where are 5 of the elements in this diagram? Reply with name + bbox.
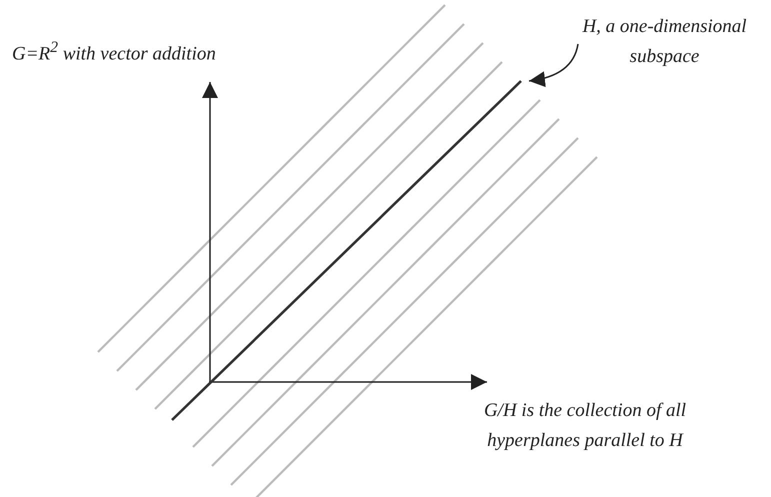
subspace-label: H, a one-dimensional subspace (562, 12, 767, 72)
axis-label: G=R$^{2}$ with vector addition (12, 38, 217, 66)
leader-line (528, 44, 579, 87)
subspace-line (171, 80, 522, 421)
caption-text: G/H is the collection of all hyperplanes parallel to H (482, 399, 688, 453)
